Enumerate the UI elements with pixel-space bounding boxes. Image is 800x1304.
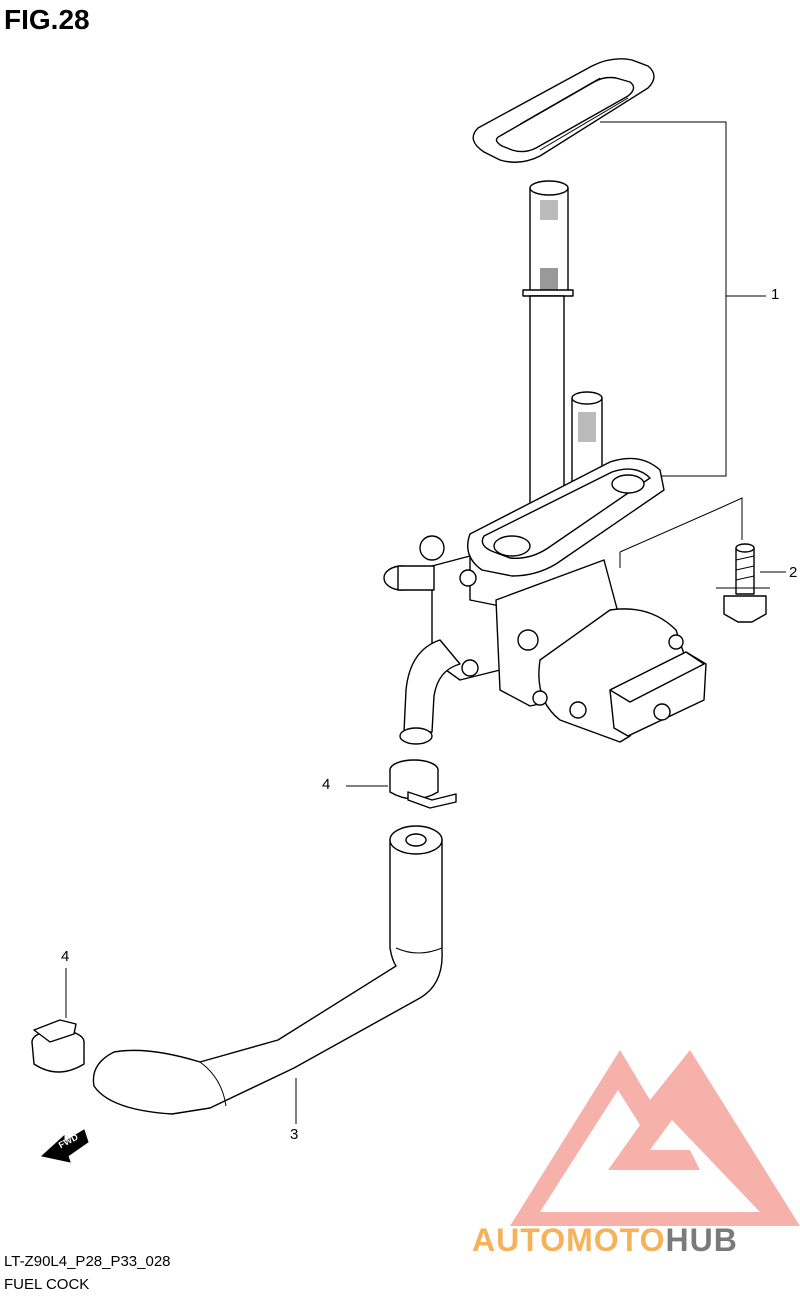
- figure-title: FIG.28: [4, 4, 90, 35]
- callout-4-upper: 4: [322, 776, 331, 793]
- leader-line-2: [619, 497, 786, 573]
- callout-2: 2: [789, 564, 798, 581]
- callout-3: 3: [290, 1126, 299, 1143]
- strainer-tube-long: [522, 180, 574, 533]
- callout-4-lower: 4: [61, 948, 70, 965]
- bolt-part: [716, 543, 770, 623]
- watermark-brand-part1: AUTOMOTO: [472, 1222, 666, 1258]
- outlet-nipple: [399, 639, 461, 745]
- fwd-arrow-icon: [40, 1129, 89, 1163]
- watermark-brand-part2: HUB: [665, 1222, 738, 1258]
- diagram-code: LT-Z90L4_P28_P33_028: [4, 1253, 171, 1270]
- watermark-logo-icon: [510, 1050, 800, 1226]
- callout-1: 1: [771, 286, 780, 303]
- leader-line-1: [600, 121, 766, 477]
- fuel-cock-lever: [532, 608, 707, 743]
- hose-clamp-lower: [31, 968, 85, 1073]
- hose-clamp-upper: [346, 759, 457, 809]
- mounting-plate: [467, 457, 665, 577]
- gasket-part: [472, 58, 655, 163]
- watermark-brand: AUTOMOTOHUB: [472, 1222, 738, 1259]
- fuel-hose: [92, 825, 443, 1124]
- diagram-name: FUEL COCK: [4, 1276, 90, 1293]
